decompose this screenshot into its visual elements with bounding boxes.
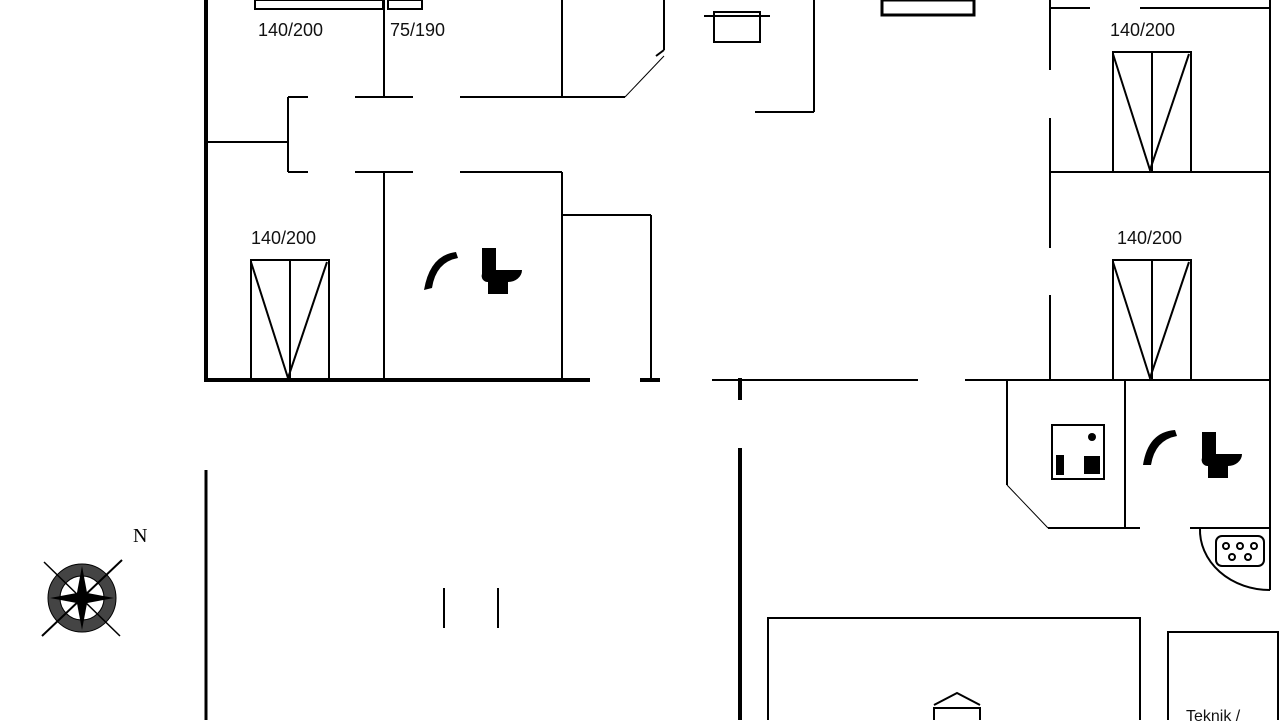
bed-size-label: 140/200	[258, 20, 324, 40]
pool-icon	[933, 691, 981, 720]
shower-toilet-icon	[424, 248, 522, 294]
technical-room-label: Teknik /	[1186, 708, 1241, 725]
bed	[1112, 51, 1192, 174]
cooking-pot-icon	[704, 11, 770, 43]
bed-size-label: 140/200	[251, 228, 317, 248]
bed-size-label: 140/200	[1117, 228, 1183, 248]
bed-size-label: 140/200	[1110, 20, 1176, 40]
whirlpool-icon	[1215, 535, 1265, 567]
bed	[250, 259, 330, 382]
sofa-icon	[880, 0, 976, 17]
compass-icon	[41, 559, 123, 637]
bed	[254, 0, 384, 10]
bed-size-label: 75/190	[390, 20, 446, 40]
bed	[387, 0, 423, 10]
walls	[204, 0, 1279, 720]
sauna-icon	[1051, 424, 1105, 480]
compass-north-label: N	[133, 525, 148, 547]
bed	[1112, 259, 1192, 382]
shower-toilet-icon	[1143, 430, 1242, 478]
